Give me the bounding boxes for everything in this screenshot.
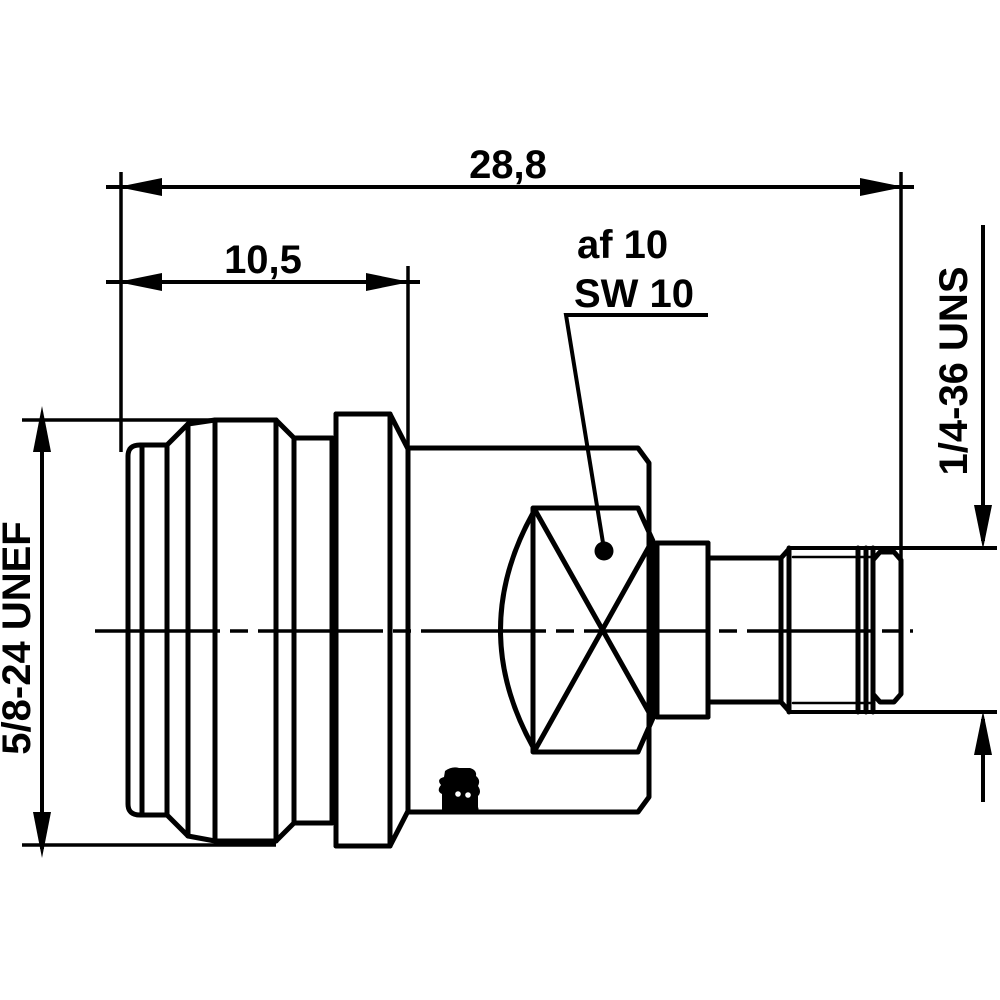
dimension-right-thread: 1/4-36 UNS xyxy=(932,225,992,802)
arrowhead-left xyxy=(118,273,162,291)
collar-chamfer-top xyxy=(387,411,411,452)
hex-flat-arc xyxy=(498,510,536,750)
end-cap-outline xyxy=(870,549,904,705)
dimension-overall-length: 28,8 xyxy=(106,143,914,196)
arrowhead-right xyxy=(860,178,904,196)
dim-overall-length-label: 28,8 xyxy=(469,143,547,187)
knurl-bottom-edge xyxy=(185,833,279,844)
hex-diagonal xyxy=(532,540,654,753)
hex-section xyxy=(498,505,656,755)
artifact-hole xyxy=(465,792,471,798)
artifact-blob xyxy=(438,767,480,812)
print-artifact xyxy=(438,767,480,812)
arrowhead-up xyxy=(974,711,992,755)
artifact-hole xyxy=(455,791,461,797)
right-thread-spec-label: 1/4-36 UNS xyxy=(932,267,976,476)
knurl-top-edge xyxy=(185,417,279,427)
main-body-outline xyxy=(405,445,652,815)
arrowhead-up xyxy=(33,406,51,452)
leader-dot xyxy=(594,541,614,561)
coupling-nut-outline xyxy=(125,417,335,844)
threaded-end xyxy=(778,545,997,715)
collar-chamfer-bottom xyxy=(387,808,411,849)
step-and-neck xyxy=(654,540,784,720)
arrowhead-down xyxy=(33,812,51,858)
dimension-body-length: 10,5 xyxy=(106,238,420,291)
hex-diagonal xyxy=(532,507,654,719)
arrowhead-right xyxy=(366,273,410,291)
leader-line xyxy=(563,313,708,550)
dimension-left-thread: 5/8-24 UNEF xyxy=(0,406,51,858)
hex-label-group: af 10 SW 10 xyxy=(563,223,708,561)
knurl-chamfer-bottom xyxy=(273,820,297,844)
knurl-chamfer-top xyxy=(273,417,297,441)
left-thread-spec-label: 5/8-24 UNEF xyxy=(0,521,39,754)
hex-face-outline xyxy=(530,505,656,755)
collar-outline xyxy=(333,411,411,849)
nut-back-section xyxy=(125,421,191,839)
arrowhead-left xyxy=(118,178,162,196)
arrowhead-down xyxy=(974,505,992,549)
extension-lines xyxy=(22,172,903,847)
hex-label-af: af 10 xyxy=(577,223,668,267)
dim-body-length-label: 10,5 xyxy=(224,238,302,282)
hex-label-sw: SW 10 xyxy=(574,272,694,316)
